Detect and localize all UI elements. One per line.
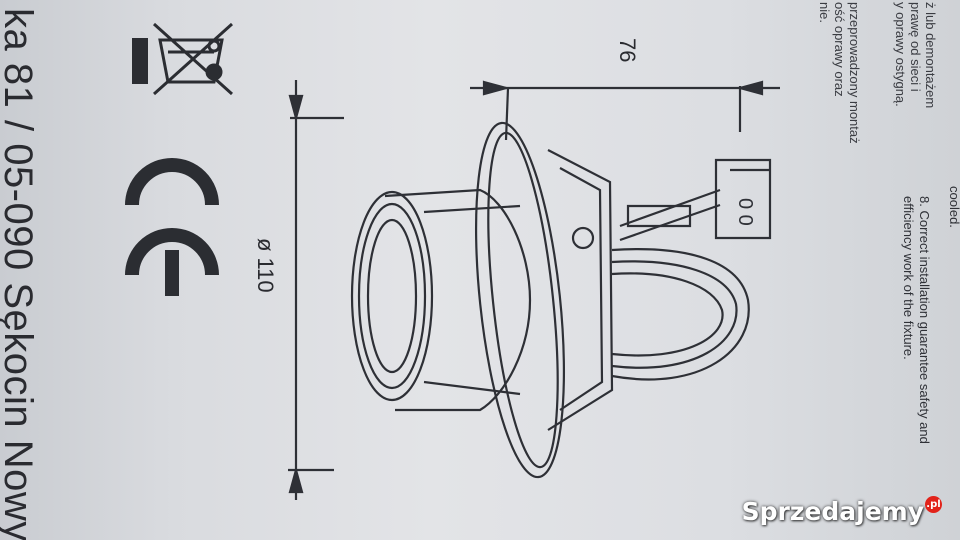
polish-instruction-line-1: ż lub demontażem	[923, 2, 938, 109]
watermark-text: Sprzedajemy	[741, 497, 924, 526]
english-item8-line2: efficiency work of the fixture.	[901, 196, 916, 360]
polish-instruction-line-5: ość oprawy oraz	[832, 2, 847, 97]
dimension-height-label: 76	[615, 38, 640, 63]
watermark-badge: .pl	[925, 496, 942, 513]
polish-instruction-line-4: przeprowadzony montaż	[847, 2, 862, 144]
crossed-out-wheelie-bin-icon	[132, 22, 234, 96]
sprzedajemy-watermark: Sprzedajemy .pl	[741, 496, 942, 526]
polish-instruction-line-3: y oprawy ostygną.	[893, 2, 908, 107]
address-text: ka 81 / 05-090 Sękocin Nowy	[0, 8, 40, 540]
dimension-diameter-label: ø 110	[253, 238, 278, 293]
polish-instruction-line-6: nie.	[817, 2, 832, 23]
ce-mark-icon	[125, 158, 219, 296]
english-item8-line1: 8. Correct installation guarantee safety…	[917, 196, 932, 444]
polish-instruction-line-2: prawę od sieci i	[908, 2, 923, 92]
english-cooled-text: cooled.	[947, 186, 960, 228]
terminal-block-label: 0 0	[734, 198, 756, 226]
